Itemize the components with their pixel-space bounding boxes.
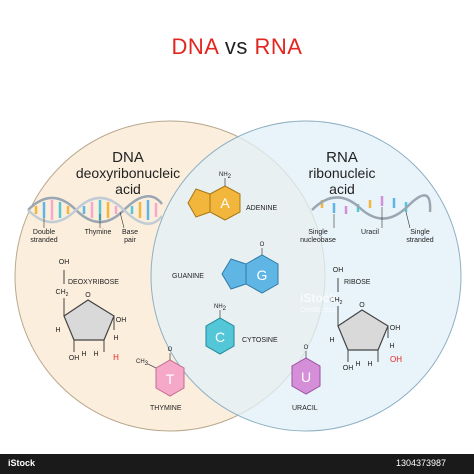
uracil-letter: U [301,369,311,385]
deoxy-oh-bottom: OH [69,355,80,362]
footer-bar: iStock 1304373987 [0,454,474,474]
deoxy-h-left: H [55,327,60,334]
label-single-2: Single [410,229,430,236]
label-pair: pair [124,237,136,244]
uracil-label: URACIL [292,405,318,412]
ribose-oh-bottom: OH [343,365,354,372]
ribose-ch2: CH2 [330,297,343,306]
dna-heading: DNA [112,149,144,166]
adenine-molecule: NH2 A [187,172,241,221]
label-stranded: stranded [30,237,57,244]
label-double: Double [33,229,55,236]
dna-double-helix [27,195,163,225]
uracil-molecule: O U [291,345,321,395]
guanine-o: O [260,242,265,248]
page-title: DNA vs RNA [0,34,474,60]
dna-fullname-1: deoxyribonucleic [76,165,180,181]
guanine-letter: G [257,267,268,283]
label-single-stranded: stranded [406,237,433,244]
deoxy-ring-o: O [85,292,91,299]
dna-fullname-2: acid [115,181,141,197]
ribose-oh-right: OH [390,325,401,332]
thymine-ch3: CH3 [136,359,149,367]
guanine-label: GUANINE [172,273,204,280]
title-dna: DNA [171,34,219,59]
ribose-h-right: H [389,343,394,350]
rna-fullname-1: ribonucleic [309,165,376,181]
title-rna: RNA [254,34,303,59]
rna-single-helix [311,194,432,220]
label-uracil: Uracil [361,229,379,236]
thymine-label: THYMINE [150,405,182,412]
ribose-molecule: OH CH2 O H OH H OH OH H H [329,267,402,372]
deoxy-h-bottom-left: H [81,351,86,358]
ribose-h-bottom-left: H [355,361,360,368]
ribose-h-bottom-right: H [367,361,372,368]
rna-heading: RNA [326,149,358,166]
ribose-h-left: H [329,337,334,344]
label-single-1: Single [308,229,328,236]
uracil-o: O [304,345,309,351]
deoxyribose-molecule: OH CH2 O H OH H OH H H H [55,259,126,362]
title-vs: vs [224,34,248,59]
watermark-brand: iStock [300,291,336,305]
cytosine-nh2: NH2 [214,304,227,312]
adenine-nh2: NH2 [219,172,232,180]
ribose-ring-o: O [359,302,365,309]
ribose-oh-red: OH [390,355,402,364]
deoxyribose-label: DEOXYRIBOSE [68,279,119,286]
label-base: Base [122,229,138,236]
footer-site: iStock [8,458,36,468]
adenine-label: ADENINE [246,205,277,212]
cytosine-label: CYTOSINE [242,337,278,344]
footer-image-id: 1304373987 [396,458,447,468]
thymine-molecule: O CH3 T [136,347,185,397]
guanine-molecule: O G [221,242,279,294]
label-thymine: Thymine [85,229,112,236]
deoxy-h-bottom-right: H [93,351,98,358]
ribose-label: RIBOSE [344,279,371,286]
adenine-letter: A [220,195,230,211]
rna-fullname-2: acid [329,181,355,197]
deoxy-h-red: H [113,353,119,362]
deoxy-ch2: CH2 [56,289,69,298]
ribose-oh-top: OH [333,267,344,274]
cytosine-letter: C [215,329,225,345]
watermark-credit: Credit: ttsz [300,305,336,314]
deoxy-oh-right: OH [116,317,127,324]
label-nucleobase: nucleobase [300,237,336,244]
deoxy-oh-top: OH [59,259,70,266]
thymine-letter: T [166,371,175,387]
thymine-o: O [168,347,173,353]
deoxy-h-right: H [113,335,118,342]
cytosine-molecule: NH2 C [205,304,235,355]
